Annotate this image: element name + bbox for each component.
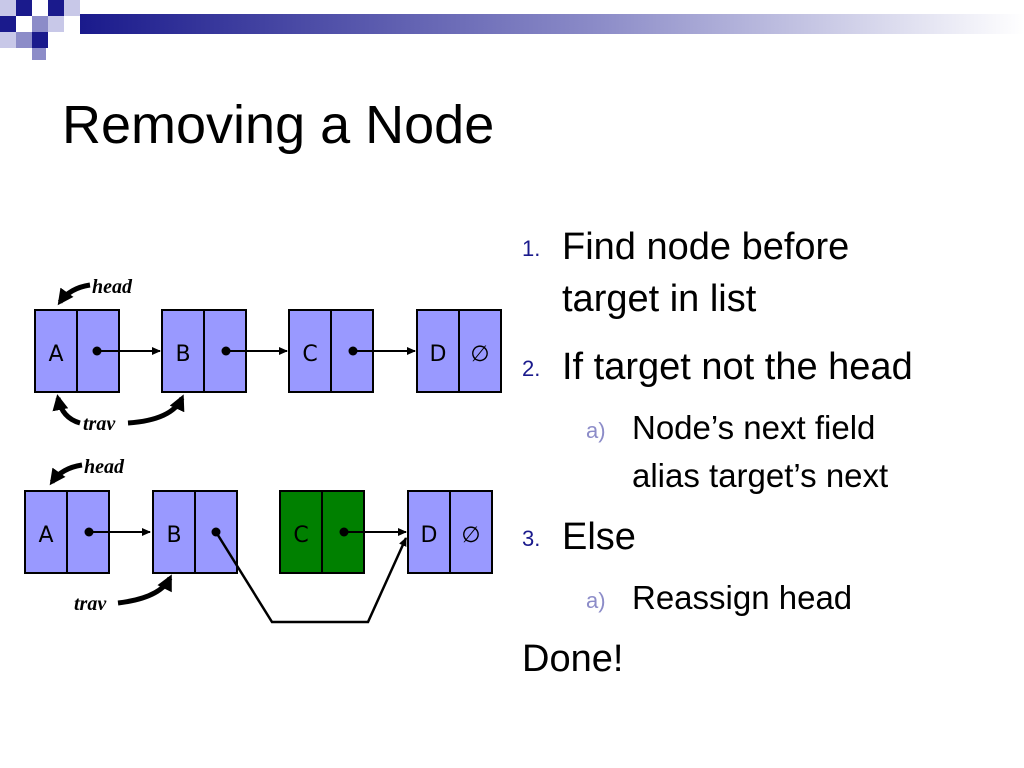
step-3a-line-1: Reassign head	[632, 579, 853, 616]
step-1-line-2: target in list	[562, 278, 757, 320]
header-decoration	[0, 0, 1024, 60]
bottom-node-b-label: B	[166, 523, 181, 548]
top-node-d-label: D	[430, 342, 447, 367]
step-3-number: 3.	[522, 526, 541, 551]
step-3-line-1: Else	[562, 516, 636, 558]
bottom-trav-arrow	[117, 574, 173, 606]
bottom-node-d-label: D	[421, 523, 438, 548]
top-node-c-label: C	[302, 342, 317, 367]
top-head-arrow	[57, 282, 91, 306]
top-trav-arrow-left	[52, 394, 81, 426]
bottom-bypass-link-b-d	[214, 531, 408, 624]
top-head-label: head	[92, 276, 133, 298]
top-list: head A B C D ∅ trav	[34, 276, 502, 435]
done-text: Done!	[522, 638, 624, 680]
top-trav-arrow-right	[127, 394, 185, 426]
step-2a-line-1: Node’s next field	[632, 409, 876, 446]
step-3a-number: a)	[586, 588, 606, 613]
top-node-a-label: A	[48, 342, 63, 367]
step-2a-number: a)	[586, 418, 606, 443]
top-null-symbol: ∅	[470, 342, 489, 367]
step-1-number: 1.	[522, 236, 541, 261]
step-1-line-1: Find node before	[562, 226, 850, 268]
slide-title: Removing a Node	[62, 95, 495, 155]
bottom-null-symbol: ∅	[461, 523, 480, 548]
step-2a-line-2: alias target’s next	[632, 457, 889, 494]
bottom-head-arrow	[49, 462, 83, 486]
top-trav-label: trav	[83, 413, 116, 435]
bottom-node-a-label: A	[38, 523, 53, 548]
bottom-head-label: head	[84, 456, 125, 478]
bottom-trav-label: trav	[74, 593, 107, 615]
top-node-b-label: B	[175, 342, 190, 367]
bottom-node-c-label: C	[293, 523, 308, 548]
step-2-number: 2.	[522, 356, 541, 381]
bottom-list: head A B C D ∅ trav	[24, 456, 493, 624]
step-2-line-1: If target not the head	[562, 346, 913, 388]
linked-list-diagram: head A B C D ∅ trav head	[24, 276, 502, 624]
